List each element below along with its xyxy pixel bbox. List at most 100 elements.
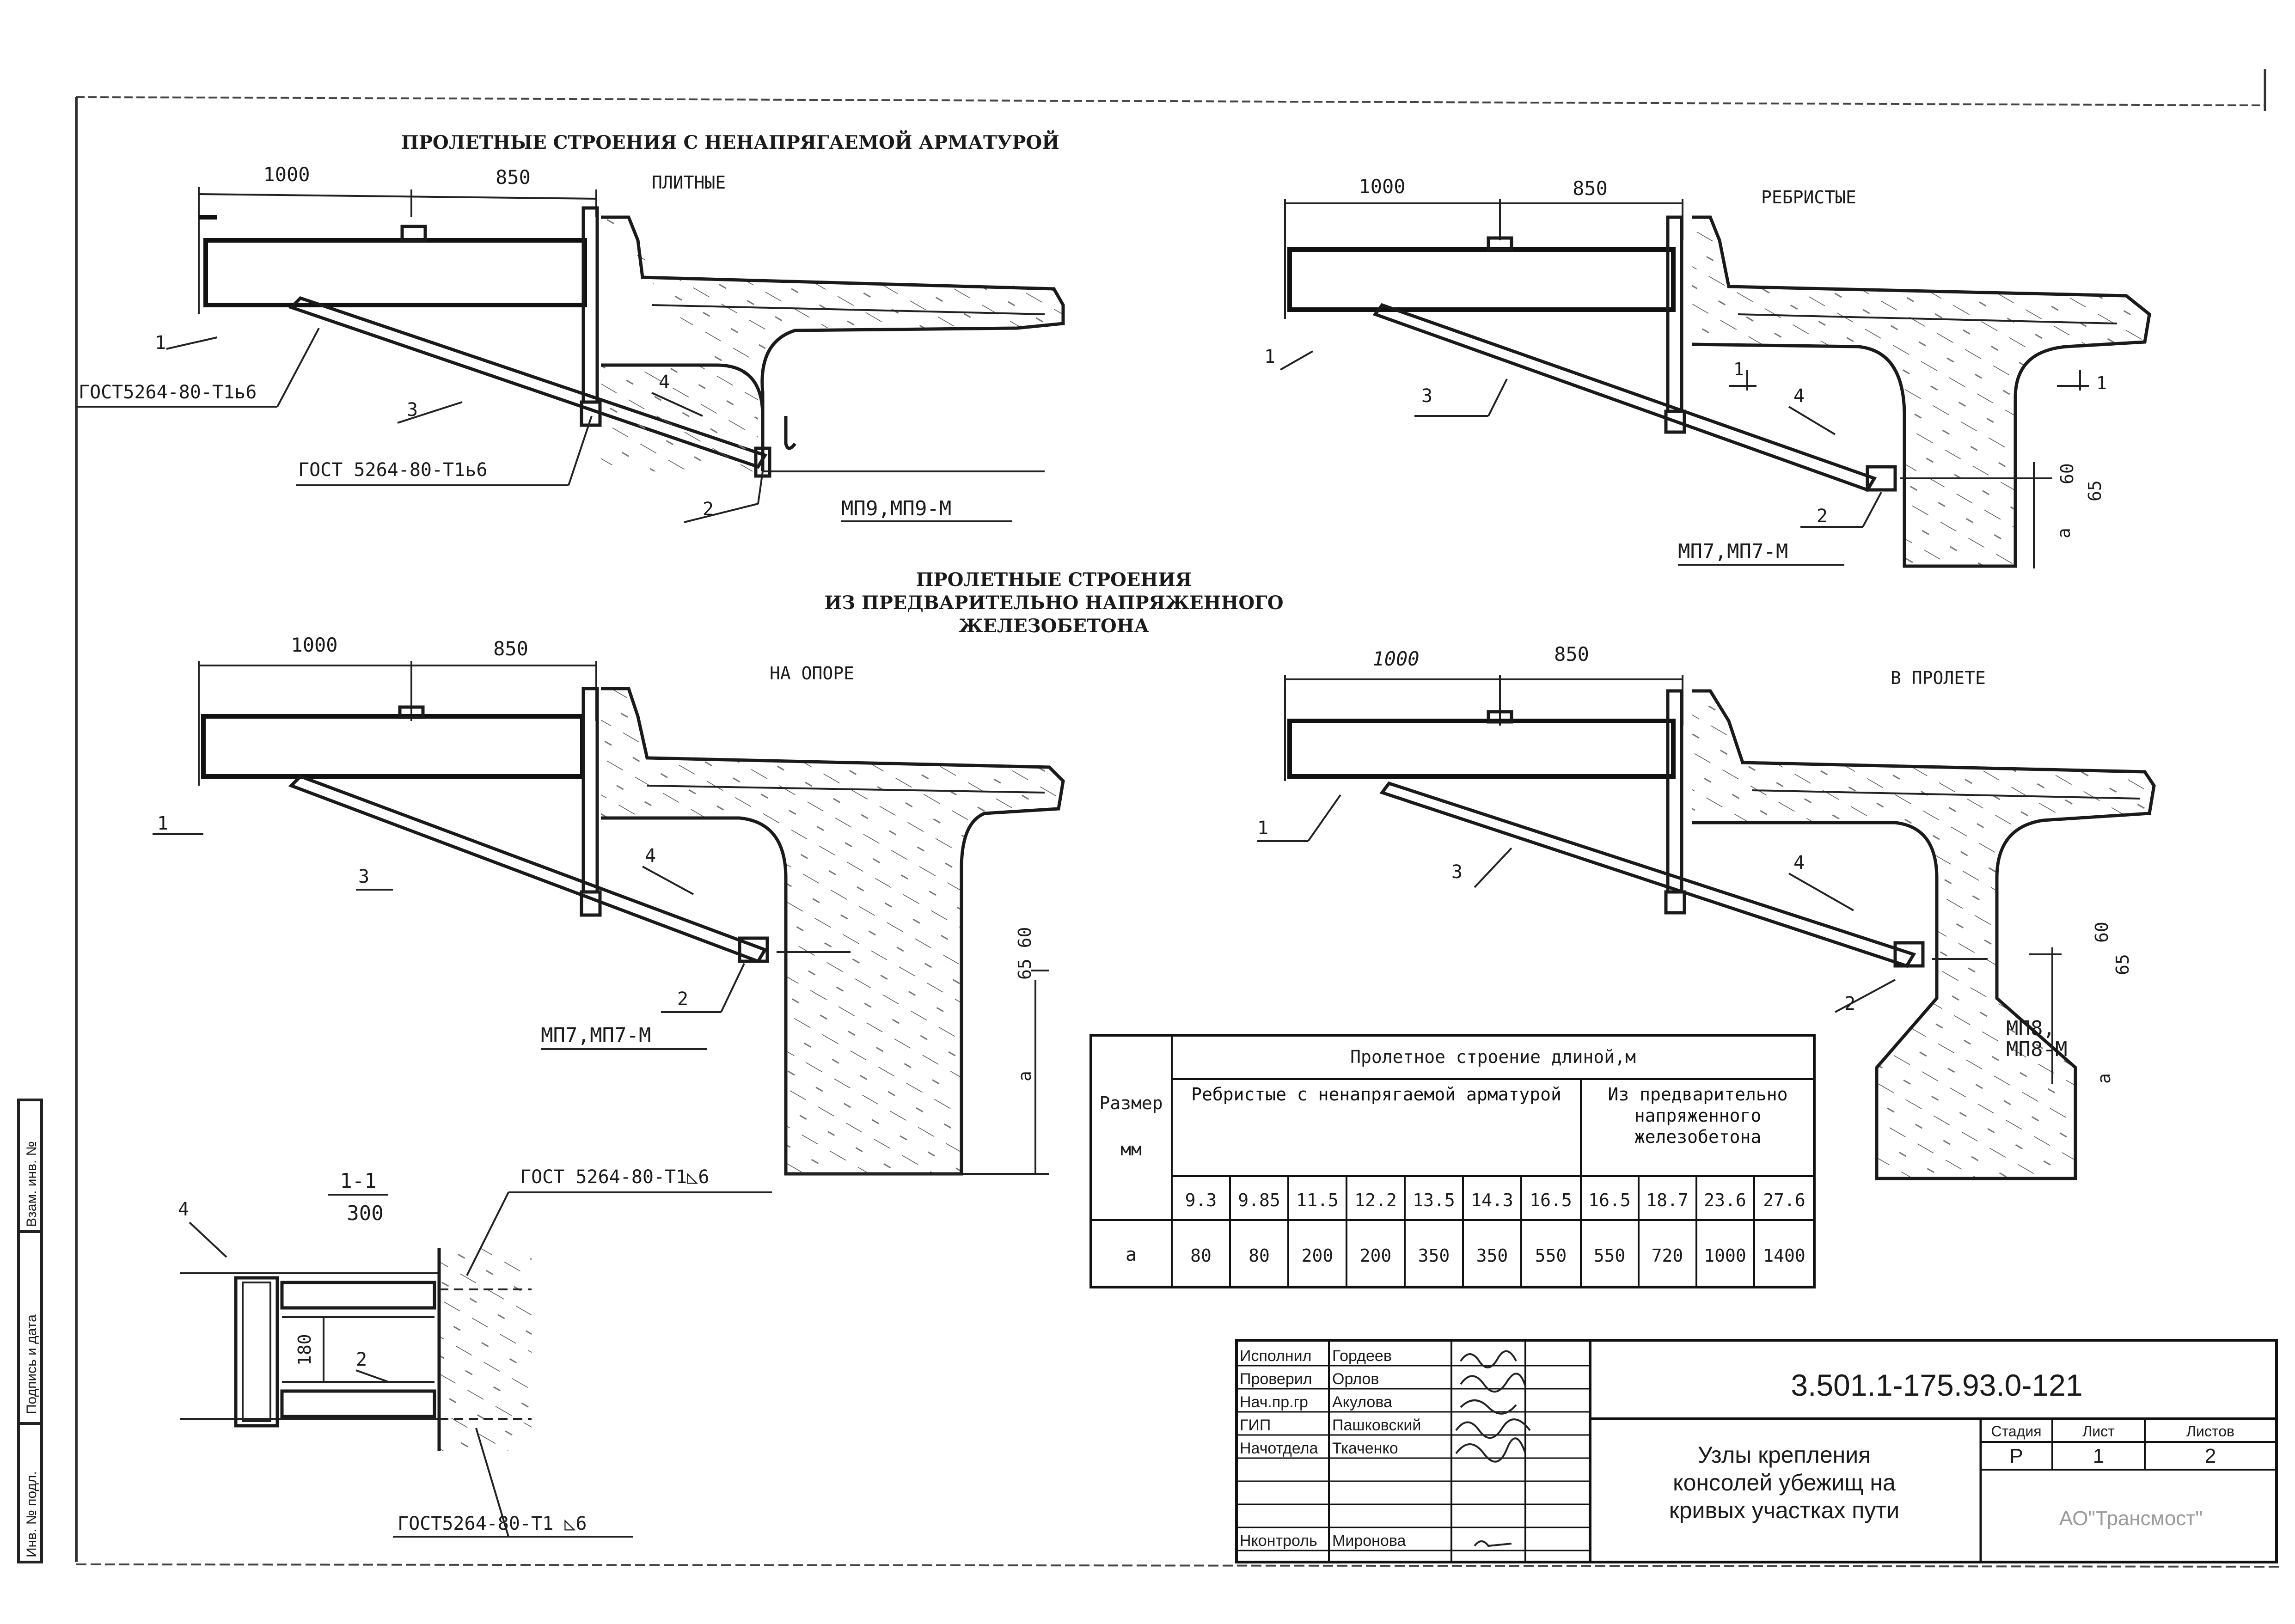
title-block-role: Исполнил [1240, 1347, 1311, 1365]
ribbed-dim-a: а [2054, 528, 2074, 538]
table-value-cell: 80 [1248, 1245, 1270, 1266]
title-block-name: Акулова [1332, 1393, 1392, 1411]
span-dim-1000: 1000 [1372, 647, 1419, 670]
sheets-value: 2 [2205, 1445, 2216, 1467]
span-title: В ПРОЛЕТЕ [1891, 668, 1986, 688]
view-span: 1000 850 В ПРОЛЕТЕ 60 65 а 1 3 4 2 МП8, … [1257, 643, 2156, 1180]
stage-value: Р [2009, 1445, 2023, 1467]
ribbed-callout-4: 4 [1793, 385, 1805, 407]
table-row-label: а [1126, 1244, 1137, 1265]
sheet-value: 1 [2093, 1445, 2104, 1467]
table-value-cell: 550 [1535, 1245, 1567, 1266]
table-row-header-1: Размер [1099, 1093, 1163, 1113]
span-callout-3: 3 [1451, 861, 1463, 883]
support-dim-850: 850 [493, 637, 528, 660]
title-block-role: Нконтроль [1240, 1532, 1317, 1550]
table-header-main: Пролетное строение длиной,м [1350, 1047, 1636, 1067]
dimension-table: Пролетное строение длиной,м Размер мм Ре… [1089, 1034, 1816, 1288]
slab-gost-a: ГОСТ5264-80-Т1ь6 [79, 382, 257, 403]
side-stamp: Взам. инв. № Подпись и дата Инв. № подл. [17, 1099, 43, 1563]
support-callout-1: 1 [157, 813, 168, 834]
title-block-name: Пашковский [1332, 1416, 1421, 1434]
title-block-role: Начотдела [1240, 1440, 1318, 1457]
table-span-cell: 9.85 [1238, 1190, 1280, 1210]
title-block-name: Ткаченко [1332, 1440, 1398, 1457]
support-beam-mark: МП7,МП7-М [541, 1024, 651, 1047]
table-span-cell: 16.5 [1588, 1190, 1631, 1210]
support-callout-4: 4 [645, 845, 656, 867]
table-value-cell: 720 [1652, 1245, 1683, 1266]
slab-title: ПЛИТНЫЕ [652, 172, 726, 193]
title-block-name: Миронова [1332, 1532, 1406, 1550]
table-group-1: Ребристые с ненапрягаемой арматурой [1191, 1084, 1561, 1105]
title-block-role: Нач.пр.гр [1240, 1393, 1308, 1411]
table-value-cell: 350 [1476, 1245, 1508, 1266]
table-span-cell: 18.7 [1646, 1190, 1689, 1210]
table-value-cell: 80 [1190, 1245, 1212, 1266]
view-section-1-1: 1-1 300 180 4 2 ГОСТ 5264-80-Т1◺6 ГОСТ52… [178, 1166, 772, 1538]
section-gost-top: ГОСТ 5264-80-Т1◺6 [520, 1166, 709, 1188]
span-beam-mark-2: МП8-М [2006, 1038, 2067, 1061]
side-stamp-inv-no: Взам. инв. № [24, 1141, 39, 1227]
ribbed-callout-3: 3 [1421, 385, 1432, 407]
view-support: 1000 850 НА ОПОРЕ 65 60 а 1 3 4 2 МП7,МП… [153, 634, 1065, 1176]
table-span-cell: 14.3 [1471, 1190, 1513, 1210]
span-callout-1: 1 [1257, 818, 1268, 839]
heading-prestressed-3: ЖЕЛЕЗОБЕТОНА [959, 615, 1150, 637]
table-group-2-box: Из предварительно напряженного железобет… [1608, 1084, 1788, 1147]
table-span-cell: 11.5 [1296, 1190, 1339, 1210]
span-dim-60: 60 [2092, 922, 2112, 943]
stage-label: Стадия [1991, 1423, 2041, 1440]
table-span-cell: 23.6 [1704, 1190, 1746, 1210]
view-ribbed: 1000 850 РЕБРИСТЫЕ 1 1 60 65 а 1 3 4 2 [1264, 175, 2151, 568]
sheets-label: Листов [2186, 1423, 2234, 1440]
section-title: 1-1 [340, 1169, 376, 1193]
support-dim-60: 65 60 [1015, 927, 1035, 980]
section-callout-2: 2 [356, 1349, 367, 1370]
span-dim-a: а [2094, 1073, 2114, 1084]
title-block-role: Проверил [1240, 1370, 1312, 1388]
support-dim-1000: 1000 [291, 634, 337, 656]
doc-number: 3.501.1-175.93.0-121 [1791, 1368, 2082, 1402]
support-callout-2: 2 [677, 989, 688, 1010]
section-dim-180: 180 [294, 1334, 315, 1366]
table-value-cell: 1000 [1704, 1245, 1746, 1266]
title-block-rows [1236, 1365, 1590, 1551]
ribbed-dim-60: 60 [2057, 463, 2077, 484]
title-block-name: Гордеев [1332, 1347, 1392, 1365]
section-gost-bottom: ГОСТ5264-80-Т1 ◺6 [398, 1513, 587, 1534]
table-span-cell: 12.2 [1354, 1190, 1397, 1210]
view-slab: 1000 850 ПЛИТНЫЕ 1 3 4 2 ГОСТ5264-80-Т1ь… [76, 163, 1065, 523]
sheet-frame [75, 69, 2279, 1568]
table-group-1-box: Ребристые с ненапрягаемой арматурой [1191, 1084, 1561, 1105]
slab-gost-b: ГОСТ 5264-80-Т1ь6 [298, 459, 487, 481]
description-3: кривых участках пути [1669, 1497, 1899, 1523]
ribbed-section-right: 1 [2096, 373, 2107, 393]
description-2: консолей убежищ на [1673, 1470, 1896, 1496]
span-beam-mark-1: МП8, [2006, 1017, 2055, 1040]
title-block-role: ГИП [1240, 1416, 1271, 1434]
section-callout-4: 4 [178, 1199, 189, 1220]
table-column-lines [1229, 1176, 1755, 1287]
ribbed-section-left: 1 [1733, 359, 1744, 379]
table-value-cell: 1400 [1763, 1245, 1805, 1266]
slab-dim-850: 850 [496, 166, 531, 189]
table-value-cell: 350 [1418, 1245, 1450, 1266]
ribbed-callout-2: 2 [1817, 506, 1828, 527]
heading-prestressed-2: ИЗ ПРЕДВАРИТЕЛЬНО НАПРЯЖЕННОГО [824, 592, 1283, 614]
signatures [1455, 1350, 1531, 1547]
heading-prestressed-1: ПРОЛЕТНЫЕ СТРОЕНИЯ [916, 569, 1192, 591]
ribbed-dim-850: 850 [1573, 177, 1608, 200]
support-callout-3: 3 [358, 866, 369, 887]
table-span-cell: 27.6 [1763, 1190, 1805, 1210]
table-group-2: Из предварительно напряженного железобет… [1608, 1084, 1788, 1147]
table-span-cell: 13.5 [1413, 1190, 1455, 1210]
section-scale: 300 [347, 1202, 383, 1225]
sheet-label: Лист [2082, 1423, 2115, 1440]
slab-dim-1000: 1000 [263, 163, 310, 186]
